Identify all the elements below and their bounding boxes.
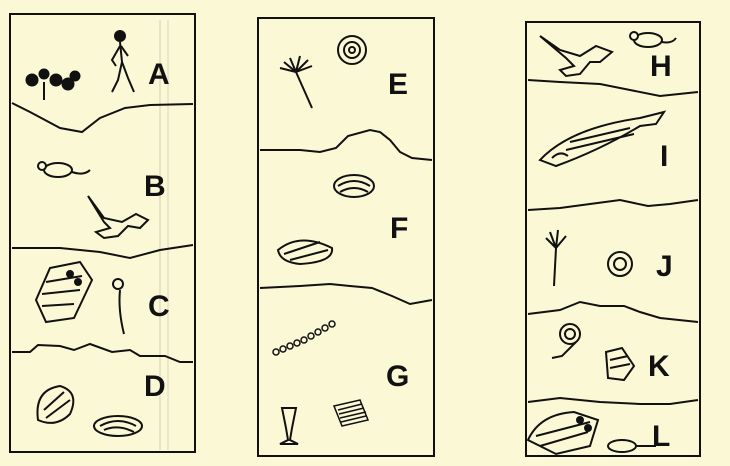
layer-label-g: G xyxy=(386,360,409,393)
layer-label-h: H xyxy=(650,50,672,83)
ammonite-icon xyxy=(608,252,632,276)
layer-label-b: B xyxy=(144,170,166,203)
layer-label-l: L xyxy=(652,420,670,453)
layer-label-j: J xyxy=(656,250,673,283)
snail-shell-icon xyxy=(94,416,142,436)
layer-label-a: A xyxy=(148,58,170,91)
ammonite-icon xyxy=(338,36,366,64)
layer-label-e: E xyxy=(388,68,408,101)
layer-label-k: K xyxy=(648,350,670,383)
layer-label-i: I xyxy=(660,140,668,173)
snail-shell-icon xyxy=(334,175,374,197)
layer-label-c: C xyxy=(148,290,170,323)
layer-label-f: F xyxy=(390,212,408,245)
layer-label-d: D xyxy=(144,370,166,403)
brachiopod-icon xyxy=(278,240,332,264)
